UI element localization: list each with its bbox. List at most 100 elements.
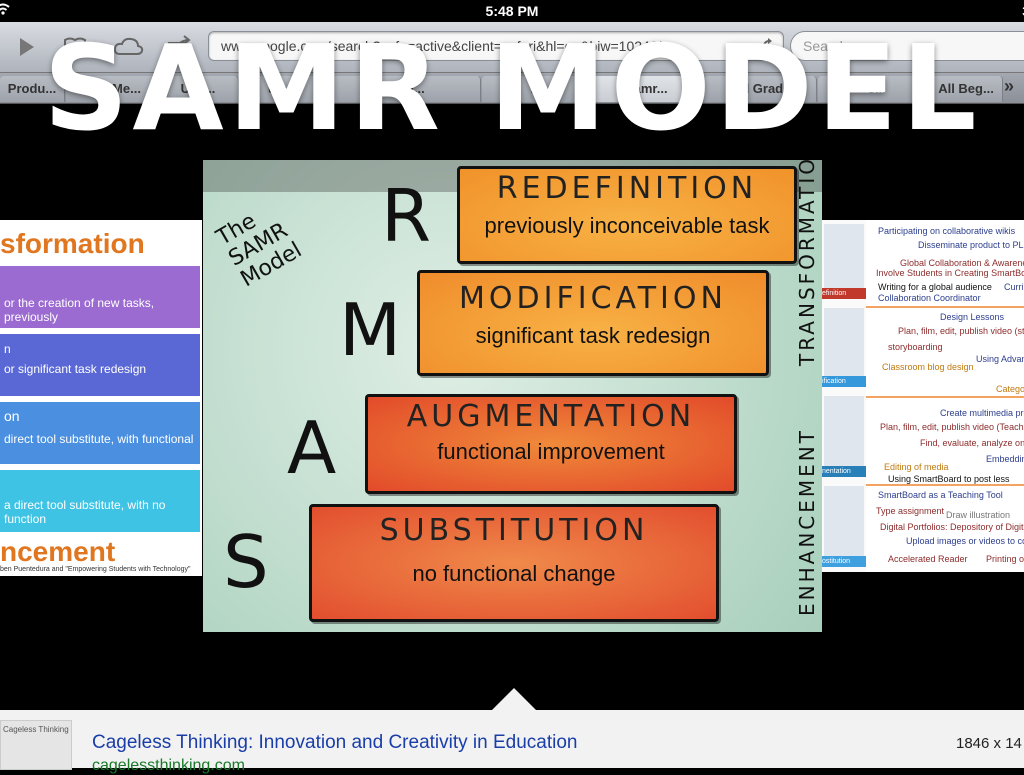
selection-pointer: [492, 688, 536, 710]
letter-s: S: [223, 520, 269, 604]
tab-4[interactable]: ular...: [240, 76, 331, 102]
transformation-label: TRANSFORMATION: [795, 160, 819, 366]
overlay-title: SAMR MODEL: [43, 19, 981, 157]
tab-2[interactable]: udio Me...: [66, 76, 157, 102]
level-modification: MODIFICATION significant task redesign: [417, 270, 769, 376]
result-url-link[interactable]: cagelessthinking.com: [92, 757, 245, 774]
right-line: Printing ou: [986, 554, 1024, 564]
left-result-image[interactable]: sformation or the creation of new tasks,…: [0, 220, 202, 576]
right-line: Create multimedia pre: [940, 408, 1024, 418]
forward-icon[interactable]: [14, 34, 40, 60]
level-subtitle: no functional change: [412, 561, 616, 586]
right-line: Type assignment: [876, 506, 945, 516]
level-subtitle: significant task redesign: [475, 323, 711, 348]
tab-3[interactable]: Use...: [158, 76, 239, 102]
right-tag: ostitution: [822, 556, 866, 567]
left-band-text: a direct tool substitute, with no functi…: [4, 498, 166, 526]
left-band-text: or significant task redesign: [4, 362, 147, 376]
wifi-icon: [0, 3, 10, 15]
thumbnail-label: Cageless Thinking: [3, 725, 69, 734]
right-tag: ification: [822, 376, 866, 387]
level-redefinition: REDEFINITION previously inconceivable ta…: [457, 166, 797, 264]
thumbnail-image: [824, 396, 864, 466]
level-title: AUGMENTATION: [406, 399, 696, 434]
right-line: Draw illustration: [946, 510, 1011, 520]
icloud-tabs-icon[interactable]: [112, 34, 144, 60]
right-line: Accelerated Reader: [888, 554, 968, 564]
right-image-thumbnails: efinition ification nentation ostitution: [822, 220, 866, 572]
right-line: Upload images or videos to com: [906, 536, 1024, 546]
search-input[interactable]: Search: [790, 31, 1024, 61]
thumbnail-image: [824, 486, 864, 556]
right-line: Find, evaluate, analyze onlin: [920, 438, 1024, 448]
bookmarks-icon[interactable]: [62, 34, 88, 60]
tab-8[interactable]: 2nd Grad...: [704, 76, 817, 102]
right-line: storyboarding: [888, 342, 943, 352]
thumbnail-image: [824, 308, 864, 378]
samr-side-title: The SAMR Model: [212, 208, 307, 293]
tab-6[interactable]: ...: [482, 76, 591, 102]
left-band-redefinition: or the creation of new tasks, previously: [0, 266, 200, 328]
status-time: 5:48 PM: [485, 3, 539, 19]
tab-9[interactable]: - s...: [818, 76, 929, 102]
address-bar[interactable]: www.google.com/search?safe=active&client…: [208, 31, 784, 61]
left-band-heading: on: [4, 408, 20, 424]
source-thumbnail[interactable]: Cageless Thinking: [0, 720, 72, 770]
right-line: SmartBoard as a Teaching Tool: [878, 490, 1003, 500]
right-line: Involve Students in Creating SmartBoard: [876, 268, 1024, 278]
right-line: Editing of media: [884, 462, 949, 472]
level-subtitle: functional improvement: [437, 439, 665, 464]
letter-r: R: [381, 174, 432, 258]
right-result-image[interactable]: efinition ification nentation ostitution…: [822, 220, 1024, 572]
right-line: Participating on collaborative wikis: [878, 226, 1016, 236]
tab-7[interactable]: samr...: [592, 76, 703, 102]
status-bar: 5:48 PM 3: [0, 0, 1024, 22]
letter-m: M: [339, 288, 402, 372]
right-line: Curri: [1004, 282, 1024, 292]
left-band-substitution: a direct tool substitute, with no functi…: [0, 470, 200, 532]
thumbnail-image: [824, 224, 864, 294]
selected-result-image[interactable]: The SAMR Model R M A S REDEFINITION prev…: [203, 160, 822, 632]
right-line: Plan, film, edit, publish video (stu: [898, 326, 1024, 336]
left-band-modification: n or significant task redesign: [0, 334, 200, 396]
search-placeholder: Search: [803, 38, 848, 54]
right-line: Using Advan: [976, 354, 1024, 364]
left-image-footer: ncement: [0, 536, 116, 567]
right-line: Design Lessons: [940, 312, 1005, 322]
divider: [866, 396, 1024, 398]
tab-strip: Produ... udio Me... Use... ular... sing.…: [0, 73, 1024, 104]
left-image-header: sformation: [0, 228, 145, 259]
reload-icon[interactable]: [761, 38, 777, 54]
tab-10[interactable]: All Beg...: [930, 76, 1003, 102]
left-band-text: direct tool substitute, with functional: [4, 432, 194, 446]
more-tabs-icon[interactable]: »: [1004, 76, 1015, 96]
battery-percent: 3: [1022, 3, 1024, 19]
share-icon[interactable]: [166, 34, 192, 60]
right-tag: nentation: [822, 466, 866, 477]
right-line: Global Collaboration & Awareness: [900, 258, 1024, 268]
right-line: Catego: [996, 384, 1024, 394]
divider: [866, 484, 1024, 486]
right-line: Using SmartBoard to post less: [888, 474, 1010, 484]
letter-a: A: [287, 406, 337, 490]
left-band-heading: n: [4, 342, 11, 356]
level-title: SUBSTITUTION: [379, 513, 649, 548]
level-substitution: SUBSTITUTION no functional change: [309, 504, 719, 622]
right-line: Collaboration Coordinator: [878, 293, 981, 303]
left-band-text: or the creation of new tasks, previously: [4, 296, 155, 324]
level-title: REDEFINITION: [496, 171, 758, 206]
level-augmentation: AUGMENTATION functional improvement: [365, 394, 737, 494]
tab-5[interactable]: sing...: [332, 76, 481, 102]
browser-toolbar: www.google.com/search?safe=active&client…: [0, 22, 1024, 73]
level-subtitle: previously inconceivable task: [484, 213, 770, 238]
result-title-link[interactable]: Cageless Thinking: Innovation and Creati…: [92, 732, 578, 753]
level-title: MODIFICATION: [459, 281, 727, 316]
right-line: Disseminate product to PLN: [918, 240, 1024, 250]
image-dimensions: 1846 x 14: [956, 735, 1022, 752]
tab-1[interactable]: Produ...: [0, 76, 65, 102]
left-band-augmentation: on direct tool substitute, with function…: [0, 402, 200, 464]
address-text: www.google.com/search?safe=active&client…: [221, 38, 667, 54]
right-line: Digital Portfolios: Depository of Digita…: [880, 522, 1024, 532]
divider: [866, 306, 1024, 308]
image-info-bar: Cageless Thinking Cageless Thinking: Inn…: [0, 710, 1024, 774]
